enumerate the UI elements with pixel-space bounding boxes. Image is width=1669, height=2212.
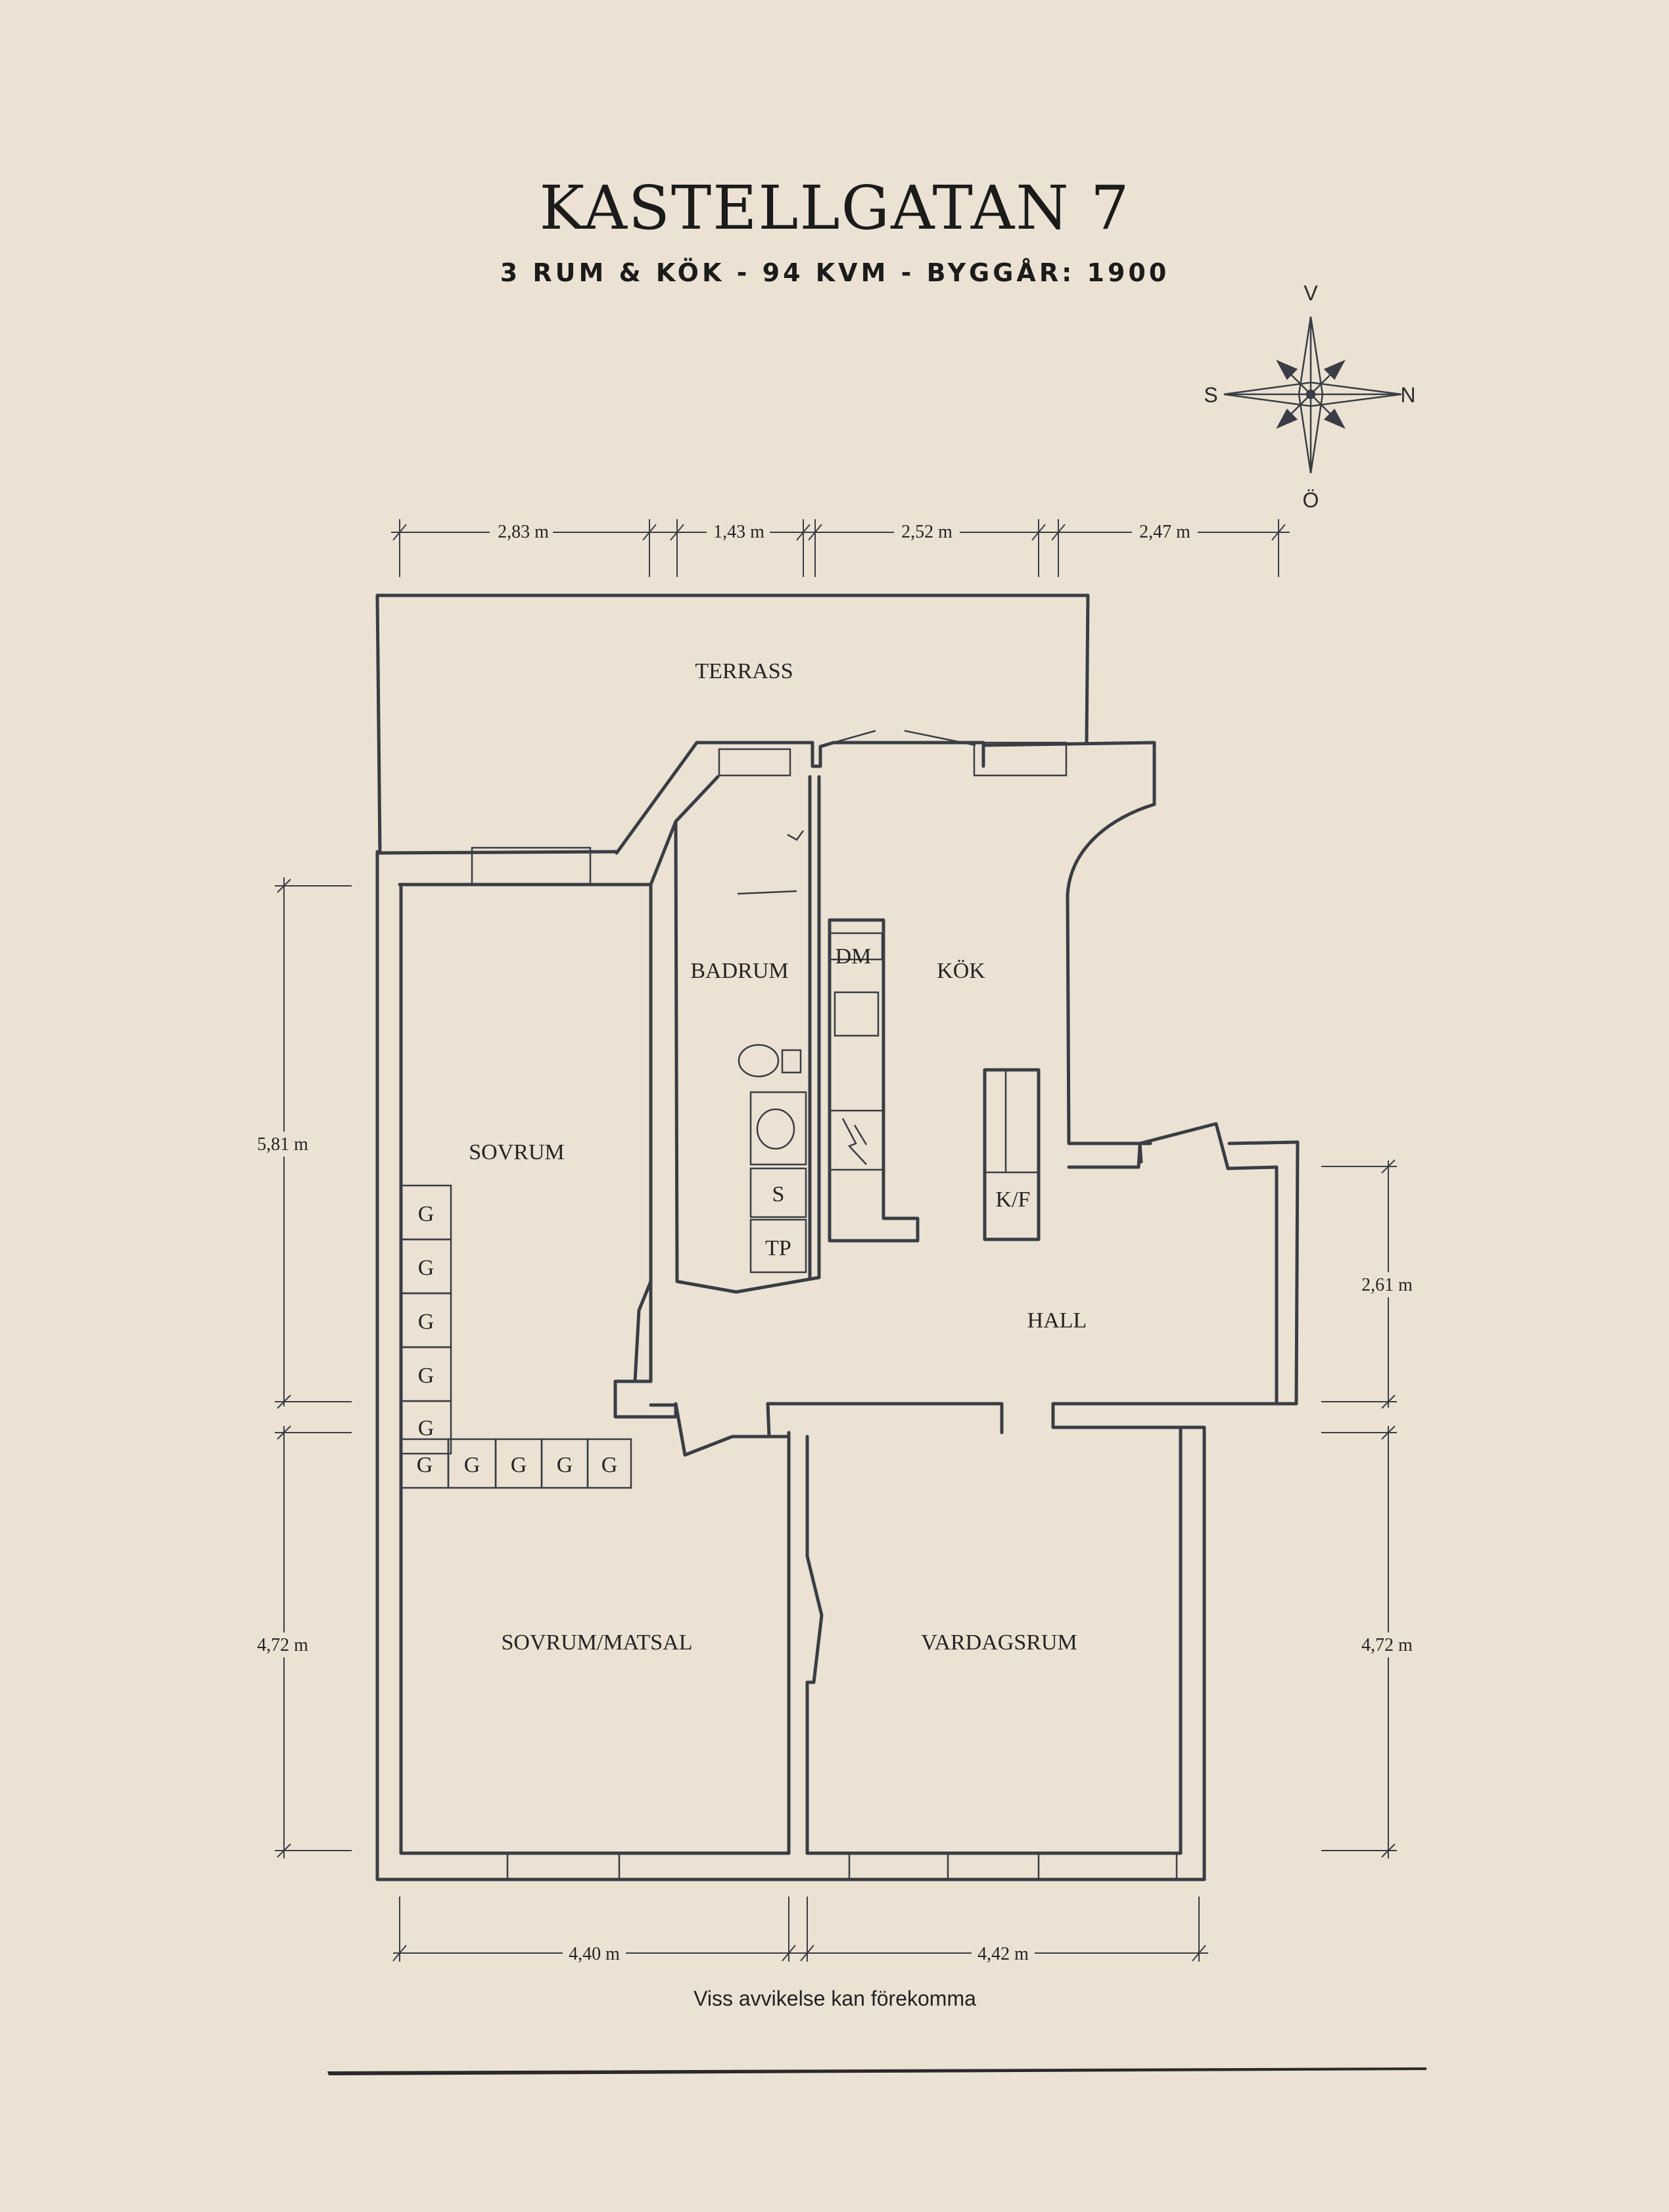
room-label-vardagsrum: VARDAGSRUM — [921, 1630, 1077, 1655]
walls — [375, 593, 1300, 1881]
wardrobe-label: G — [418, 1364, 435, 1388]
dim-top-3: 2,52 m — [901, 522, 952, 542]
dim-top-2: 1,43 m — [713, 522, 764, 542]
dim-left-upper: 5,81 m — [257, 1134, 308, 1155]
disclaimer-note: Viss avvikelse kan förekomma — [693, 1987, 976, 2010]
wardrobe-label: G — [464, 1453, 481, 1477]
room-label-badrum: BADRUM — [690, 959, 788, 983]
fixture-label-tp: TP — [765, 1236, 791, 1260]
compass-rose-icon — [1223, 316, 1402, 474]
dim-bottom-2: 4,42 m — [977, 1944, 1029, 1964]
compass-label-s: S — [1204, 383, 1217, 407]
wardrobe-label: G — [418, 1310, 435, 1334]
wardrobe-label: G — [511, 1453, 527, 1477]
dim-right-upper: 2,61 m — [1361, 1275, 1413, 1295]
page-title: KASTELLGATAN 7 — [539, 173, 1130, 243]
dim-right-lower: 4,72 m — [1361, 1635, 1413, 1655]
wardrobe-column — [400, 1184, 452, 1455]
right-dimensions — [1321, 1159, 1397, 1858]
wardrobe-label: G — [601, 1453, 618, 1477]
room-label-kok: KÖK — [937, 959, 985, 983]
compass-label-v: V — [1304, 281, 1318, 305]
compass-label-n: N — [1400, 383, 1415, 407]
dim-left-lower: 4,72 m — [257, 1635, 308, 1655]
page-subtitle: 3 RUM & KÖK - 94 KVM - BYGGÅR: 1900 — [500, 258, 1170, 287]
bottom-dimensions — [392, 1897, 1208, 1962]
wardrobe-label: G — [417, 1453, 433, 1477]
room-label-hall: HALL — [1027, 1308, 1087, 1333]
room-label-sovrum-matsal: SOVRUM/MATSAL — [502, 1630, 693, 1655]
dim-bottom-1: 4,40 m — [569, 1944, 620, 1964]
wardrobe-label: G — [418, 1416, 435, 1440]
wardrobe-row — [400, 1438, 632, 1489]
wardrobe-label: G — [418, 1256, 435, 1280]
wardrobe-label: G — [557, 1453, 573, 1477]
dim-top-1: 2,83 m — [498, 522, 549, 542]
room-label-terrass: TERRASS — [695, 659, 793, 683]
room-label-sovrum: SOVRUM — [469, 1140, 564, 1164]
compass-label-o: Ö — [1303, 488, 1319, 512]
left-dimensions — [275, 877, 352, 1858]
fixture-label-dm: DM — [835, 944, 872, 969]
dim-top-4: 2,47 m — [1139, 522, 1190, 542]
footer-divider — [327, 2067, 1426, 2075]
fixture-label-kf: K/F — [996, 1187, 1031, 1212]
fixture-label-s: S — [772, 1182, 785, 1207]
wardrobe-label: G — [418, 1202, 435, 1226]
